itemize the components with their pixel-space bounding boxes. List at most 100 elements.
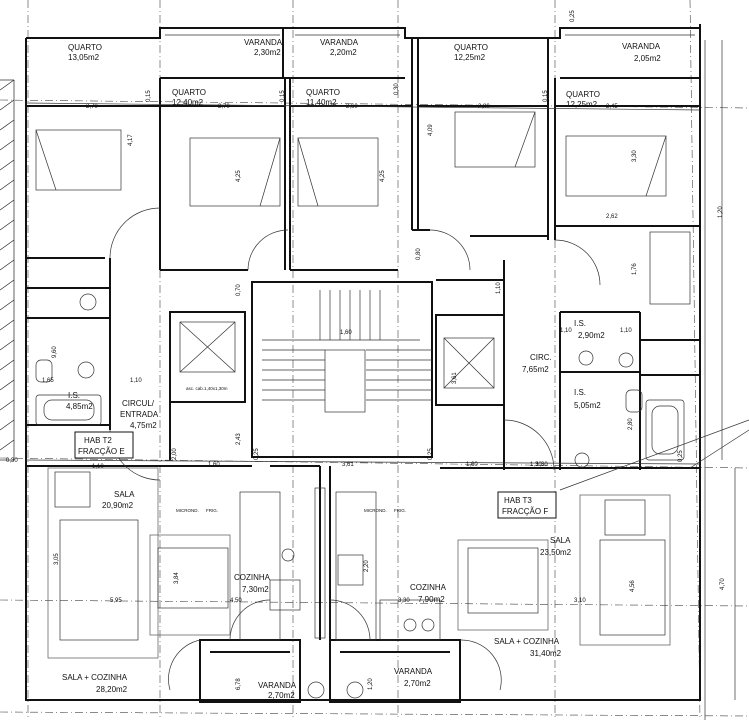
room-name-v5: VARANDA	[394, 667, 433, 676]
dimension-label: 1,10	[130, 378, 142, 384]
room-name-v1: VARANDA	[244, 38, 283, 47]
room-area-v3: 2,05m2	[634, 54, 661, 63]
tag-boxes	[74, 431, 557, 519]
dimension-label: 1,20	[368, 678, 374, 690]
room-area-is2: 2,90m2	[578, 331, 605, 340]
room-area-v5: 2,70m2	[404, 679, 431, 688]
room-area-is1: 4,85m2	[66, 402, 93, 411]
dimension-label: 3,30	[632, 150, 638, 162]
room-area-sc1: 28,20m2	[96, 685, 128, 694]
kitchen-note-2a: MICROND.	[364, 508, 387, 513]
tag-t2-line2: FRACÇÃO E	[78, 447, 125, 456]
dimension-label: 2,00	[172, 448, 178, 460]
kitchen-note-1a: MICROND.	[176, 508, 199, 513]
room-name-v4: VARANDA	[258, 681, 297, 690]
dimension-label: 1,20	[718, 206, 724, 218]
dimension-label: 0,25	[678, 450, 684, 462]
dimension-label: 1,76	[632, 263, 638, 275]
dimension-label: 4,17	[128, 134, 134, 146]
dimension-label: 0,25	[254, 448, 260, 460]
dimension-label: 2,70	[218, 104, 230, 110]
dimension-label: 0,25	[570, 10, 576, 22]
dimension-label: 1,60	[466, 462, 478, 468]
dimension-label: 4,70	[720, 578, 726, 590]
room-area-sala1: 20,90m2	[102, 501, 134, 510]
dimension-label: 9,60	[52, 346, 58, 358]
tag-t3-line2: FRACÇÃO F	[502, 507, 548, 516]
kitchen-note-1b: FRIG.	[206, 508, 218, 513]
room-labels: QUARTO 13,05m2 QUARTO 12,40m2 QUARTO 11,…	[62, 38, 661, 700]
room-area-v4: 2,70m2	[268, 691, 295, 700]
room-name2-circ1: ENTRADA	[120, 410, 159, 419]
room-name-sala2: SALA	[550, 536, 571, 545]
room-name-is1: I.S.	[68, 391, 80, 400]
dimension-label: 0,30	[394, 83, 400, 95]
dimension-label: 1,60	[208, 462, 220, 468]
dimension-label: 1,10	[620, 328, 632, 334]
room-area-sc2: 31,40m2	[530, 649, 562, 658]
dimension-label: 2,80	[478, 104, 490, 110]
dimension-label: 1,10	[496, 282, 502, 294]
dimension-label: 1,10	[560, 328, 572, 334]
dimension-label: 2,20	[364, 560, 370, 572]
room-area-q1: 13,05m2	[68, 53, 100, 62]
hatched-party-wall	[0, 79, 15, 461]
dimension-label: 4,25	[236, 170, 242, 182]
room-area-circ1: 4,75m2	[130, 421, 157, 430]
dimension-label: 3,84	[174, 572, 180, 584]
room-area-q2: 12,40m2	[172, 98, 204, 107]
room-name-circ2: CIRC.	[530, 353, 552, 362]
room-name-is2: I.S.	[574, 319, 586, 328]
tag-t3-line1: HAB T3	[504, 496, 532, 505]
misc-notes: asc. cab.1,40x1,30m MICROND. FRIG. MICRO…	[176, 386, 406, 513]
room-name-sala1: SALA	[114, 490, 135, 499]
room-name-q3: QUARTO	[306, 88, 340, 97]
room-area-circ2: 7,65m2	[522, 365, 549, 374]
dimension-label: 1,30	[536, 462, 548, 468]
thin-lines	[25, 34, 749, 720]
room-name-circ1: CIRCUL/	[122, 399, 155, 408]
room-name-q2: QUARTO	[172, 88, 206, 97]
dimension-label: 1,10	[92, 464, 104, 470]
dimension-label: 1,65	[42, 378, 54, 384]
dimension-label: 3,30	[398, 598, 410, 604]
room-area-is3: 5,05m2	[574, 401, 601, 410]
room-name-sc2: SALA + COZINHA	[494, 637, 560, 646]
dimension-label: 2,62	[606, 214, 618, 220]
room-name-v3: VARANDA	[622, 42, 661, 51]
dimension-label: 2,43	[236, 433, 242, 445]
dimension-label: 4,56	[630, 580, 636, 592]
room-area-coz1: 7,30m2	[242, 585, 269, 594]
room-name-coz2: COZINHA	[410, 583, 447, 592]
room-area-coz2: 7,90m2	[418, 595, 445, 604]
room-area-q3: 11,40m2	[306, 98, 337, 107]
dimension-label: 3,61	[452, 372, 458, 384]
room-area-v1: 2,30m2	[254, 48, 281, 57]
dimension-label: 0,80	[416, 248, 422, 260]
dimension-label: 0,15	[280, 90, 286, 102]
room-area-v2: 2,20m2	[330, 48, 357, 57]
dimension-label: 0,15	[146, 90, 152, 102]
fraction-tags: HAB T2 FRACÇÃO E HAB T3 FRACÇÃO F	[78, 436, 548, 516]
dimension-label: 2,80	[628, 418, 634, 430]
lift-note: asc. cab.1,40x1,30m	[186, 386, 228, 391]
dimension-label: 3,05	[54, 553, 60, 565]
dimension-label: 0,70	[236, 284, 242, 296]
room-name-q1: QUARTO	[68, 43, 102, 52]
dimension-label: 1,60	[340, 330, 352, 336]
room-name-q5: QUARTO	[566, 90, 600, 99]
room-name-coz1: COZINHA	[234, 573, 271, 582]
dimension-labels: 0,302,700,152,700,152,600,302,800,152,45…	[6, 10, 726, 690]
dimension-label: 2,60	[346, 104, 358, 110]
dimension-label: 4,50	[230, 598, 242, 604]
dimension-label: 6,78	[236, 678, 242, 690]
dimension-label: 0,25	[428, 448, 434, 460]
dimension-label: 5,95	[110, 598, 122, 604]
room-area-q5: 12,25m2	[566, 100, 598, 109]
room-name-q4: QUARTO	[454, 43, 488, 52]
room-area-sala2: 23,50m2	[540, 548, 572, 557]
dimension-label: 3,61	[342, 462, 354, 468]
dimension-label: 4,09	[428, 124, 434, 136]
dimension-label: 1,30	[530, 462, 542, 468]
